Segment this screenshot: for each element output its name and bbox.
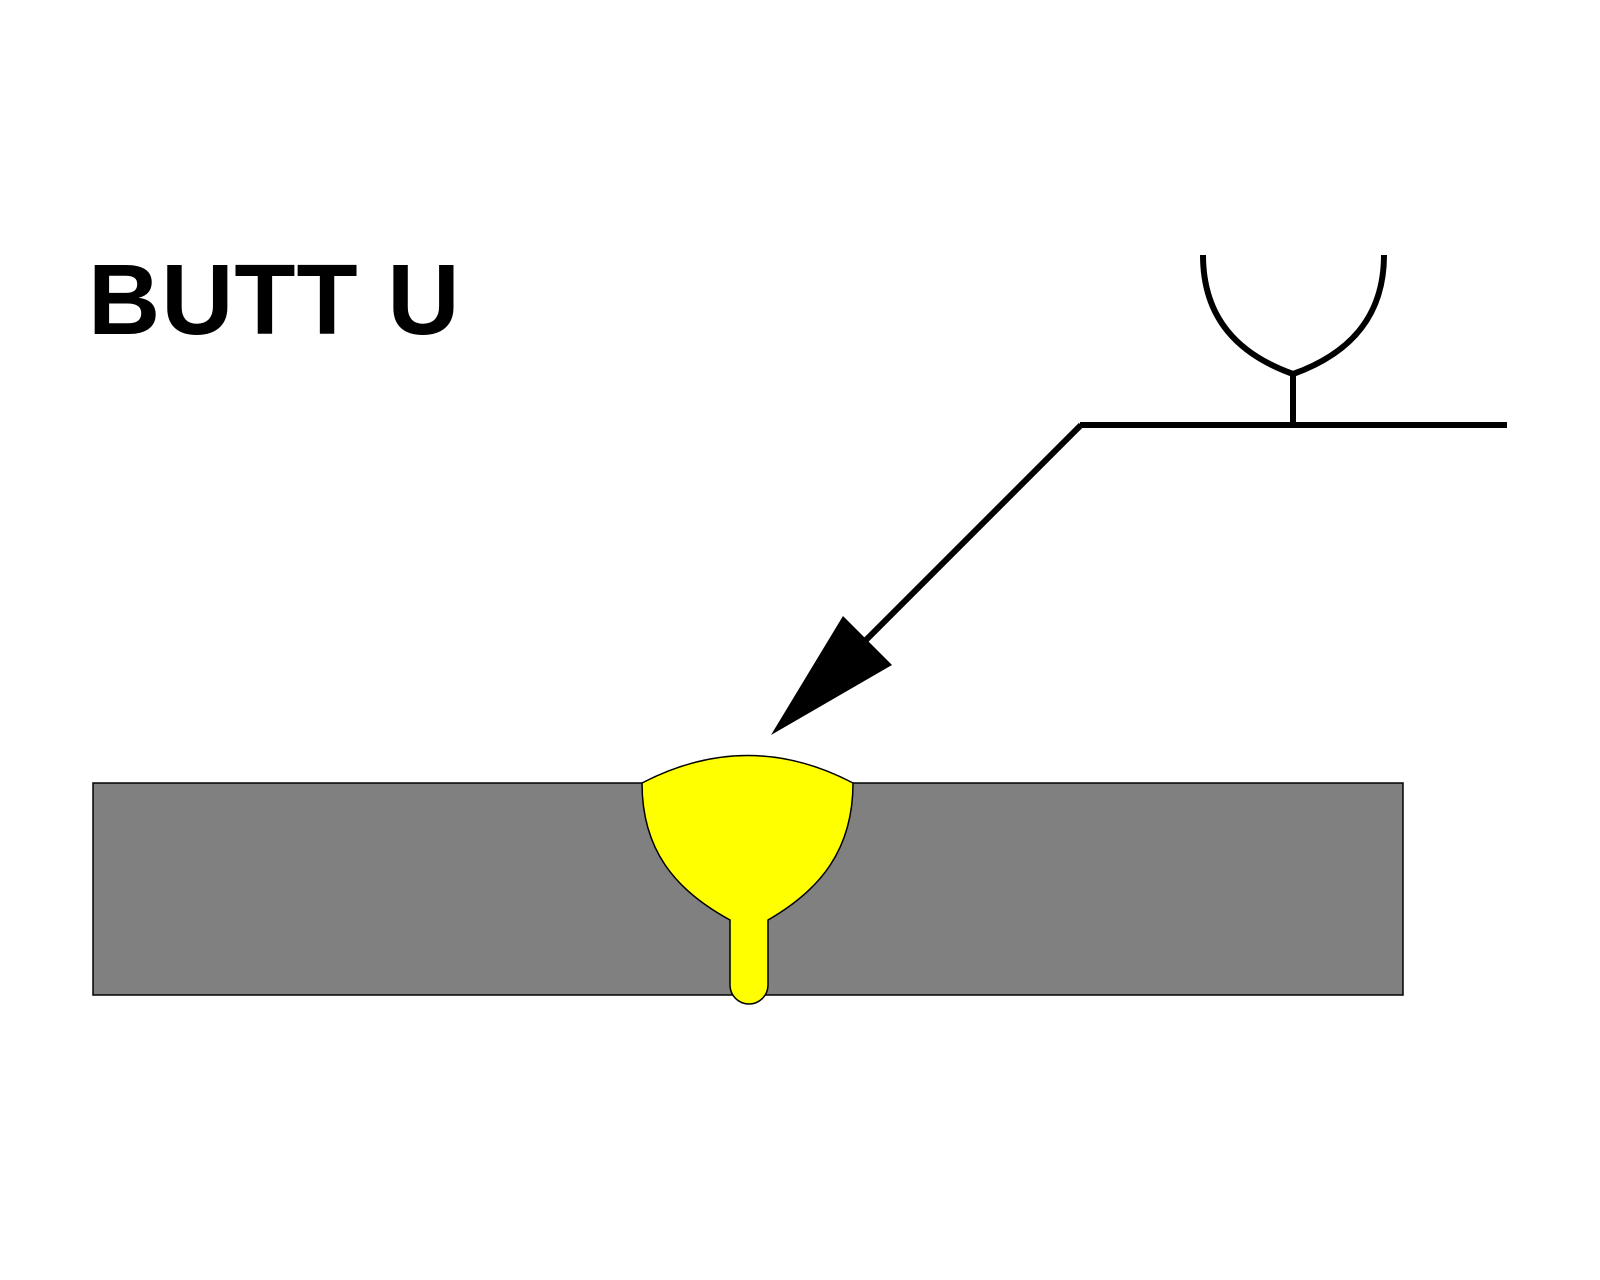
arrowhead xyxy=(771,616,892,735)
u-groove-symbol xyxy=(1200,254,1387,425)
diagram-title: BUTT U xyxy=(88,244,461,356)
arrow-leader-line xyxy=(859,422,1084,647)
weld-bead xyxy=(641,754,854,1005)
